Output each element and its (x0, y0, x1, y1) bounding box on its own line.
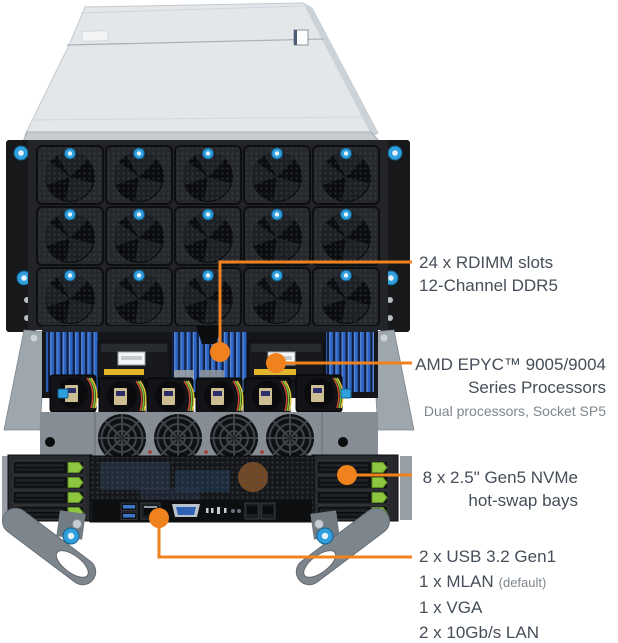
callout-io-line2: 1 x MLAN(default) (419, 572, 547, 591)
fan-module (243, 267, 311, 327)
handle-right (290, 502, 396, 591)
lid-label (81, 30, 109, 42)
callout-front-io: 2 x USB 3.2 Gen1 1 x MLAN(default) 1 x V… (419, 544, 556, 643)
fan-module (105, 145, 173, 205)
front-panel (2, 454, 412, 523)
internal-fan (243, 377, 292, 416)
cpu-shroud-left (97, 340, 171, 382)
fan-module (312, 145, 380, 205)
corner-fan-right (295, 374, 344, 413)
callout-line-front-io (157, 518, 412, 559)
fan-module (36, 145, 104, 205)
fan-module (105, 267, 173, 327)
round-fan-grille (208, 412, 260, 464)
blue-latch-right (340, 388, 352, 399)
callout-rdimm-line1: 24 x RDIMM slots (419, 253, 554, 272)
callout-io-line3: 1 x VGA (419, 598, 483, 617)
handle-left (0, 502, 102, 591)
callout-leaders (149, 260, 412, 559)
fan-module (174, 206, 242, 266)
internal-fan (98, 377, 147, 416)
fan-module (105, 206, 173, 266)
callout-io-line2-note: (default) (498, 575, 547, 590)
callout-nvme-line2: hot-swap bays (468, 491, 578, 510)
callout-dot-cpu (266, 353, 286, 373)
drive-tray (12, 490, 85, 505)
fan-module (174, 267, 242, 327)
round-fan-grille (152, 412, 204, 464)
callout-line-rdimm (218, 260, 412, 352)
blue-latch-left (57, 388, 69, 399)
callout-rdimm: 24 x RDIMM slots 12-Channel DDR5 (419, 251, 558, 297)
fan-wall (28, 140, 388, 330)
lid-qr-label (293, 29, 309, 46)
callout-cpu-subtext: Dual processors, Socket SP5 (423, 403, 606, 419)
callout-nvme-line1: 8 x 2.5" Gen5 NVMe (422, 468, 578, 487)
chassis-top-cover (24, 2, 379, 137)
callout-cpu: AMD EPYC™ 9005/9004 Series Processors Du… (415, 353, 606, 421)
vga-port (172, 504, 200, 517)
round-fan-grille (264, 412, 316, 464)
fan-module (312, 206, 380, 266)
fan-module (243, 145, 311, 205)
lan-ports (244, 502, 276, 520)
callout-dot-front-io (149, 508, 169, 528)
callout-io-line4: 2 x 10Gb/s LAN (419, 623, 540, 642)
fan-module (174, 145, 242, 205)
callout-rdimm-line2: 12-Channel DDR5 (419, 276, 558, 295)
fan-module (36, 206, 104, 266)
callout-io-line1: 2 x USB 3.2 Gen1 (419, 547, 557, 566)
chassis-beam (196, 326, 222, 344)
internal-fan (146, 377, 195, 416)
fan-module (36, 267, 104, 327)
fan-module (312, 267, 380, 327)
callout-dot-rdimm (210, 342, 230, 362)
corner-fan-left (49, 374, 98, 413)
drive-tray (316, 490, 389, 505)
drive-tray (12, 475, 85, 490)
fan-module (243, 206, 311, 266)
round-fan-grille (96, 412, 148, 464)
motherboard-bay (3, 326, 415, 431)
indicator-leds (206, 507, 241, 514)
callout-cpu-line1: AMD EPYC™ 9005/9004 (415, 355, 606, 374)
usb-ports (120, 502, 138, 520)
internal-fan (195, 377, 244, 416)
front-io-ports (92, 500, 312, 521)
callout-cpu-line2: Series Processors (468, 378, 606, 397)
callout-dot-nvme (337, 465, 357, 485)
callout-nvme: 8 x 2.5" Gen5 NVMe hot-swap bays (423, 466, 578, 512)
drive-tray (12, 460, 85, 475)
